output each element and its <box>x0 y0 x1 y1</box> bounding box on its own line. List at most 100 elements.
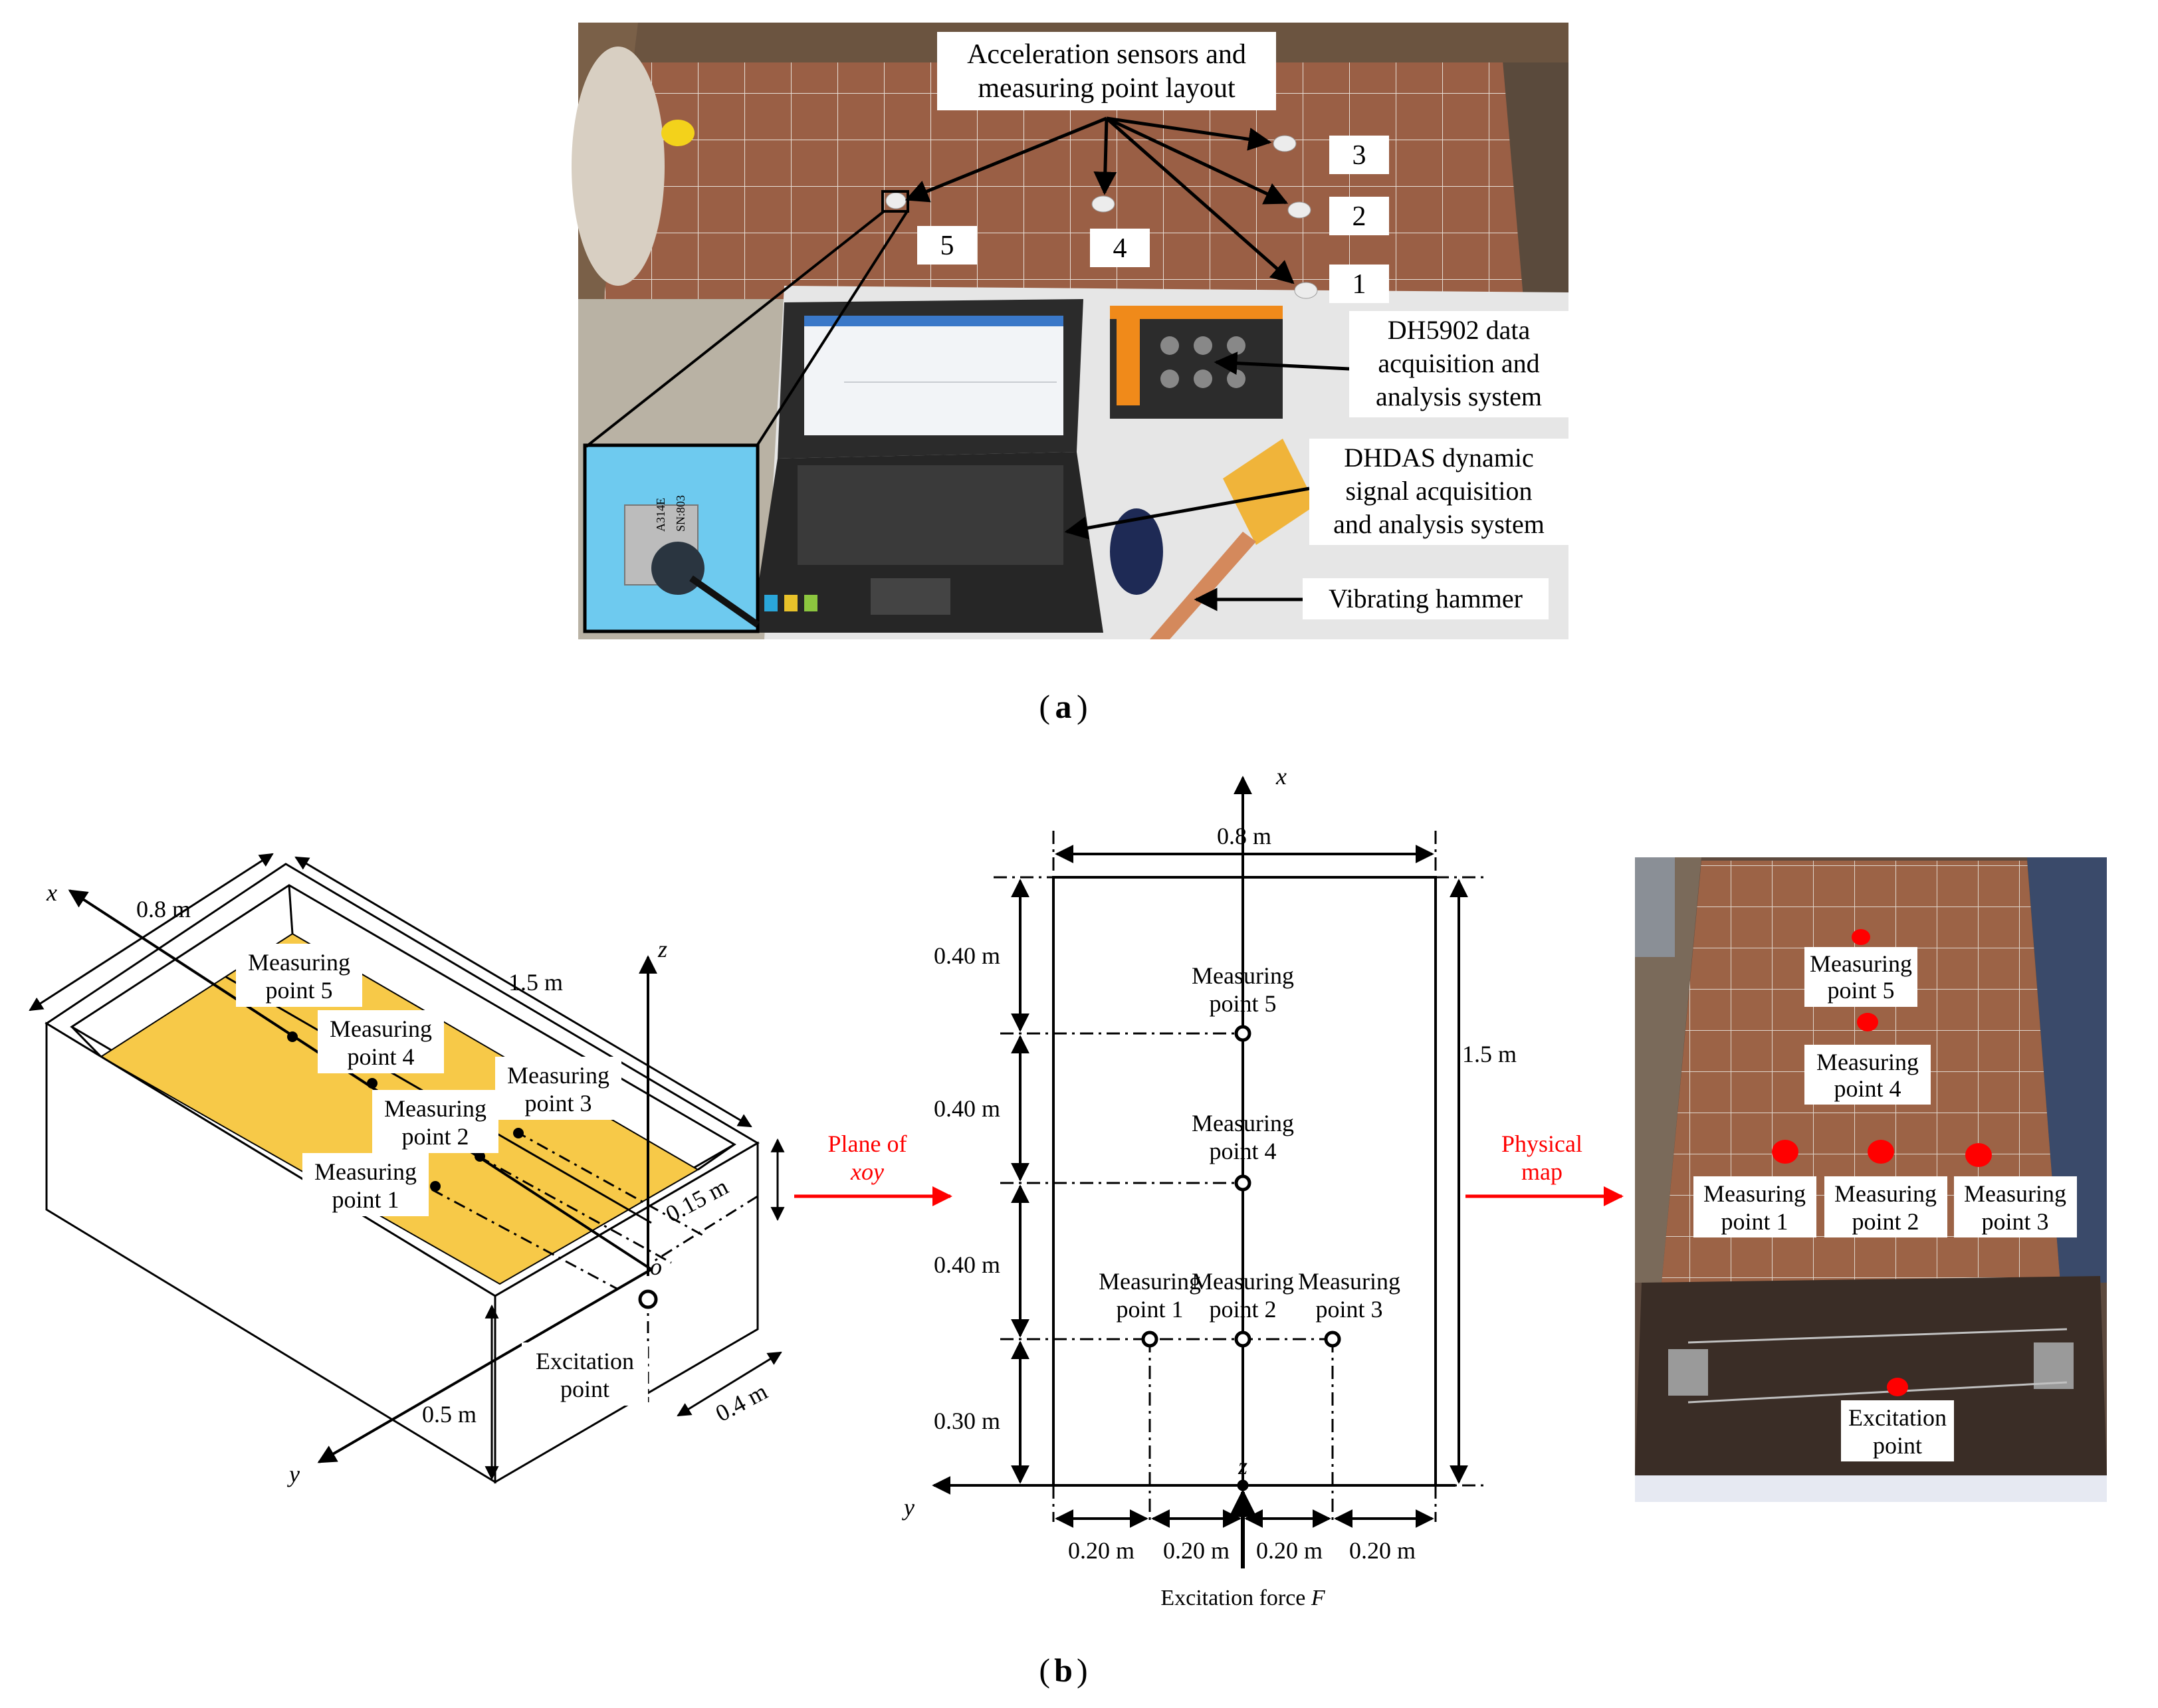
plane-width: 0.8 m <box>1217 823 1271 849</box>
dhdas-line-2: signal acquisition <box>1345 476 1532 506</box>
sensor-inset: A314E SN:803 <box>583 190 909 633</box>
sensor-model-text: A314E <box>654 498 667 532</box>
point-number-3: 3 <box>1352 140 1366 171</box>
title-box <box>937 32 1276 110</box>
svg-text:Measuring: Measuring <box>1964 1180 2066 1207</box>
iso-measuring-dots <box>287 1031 524 1192</box>
plane-seg-v-4: 0.30 m <box>934 1408 1000 1434</box>
point-number-4: 4 <box>1113 233 1127 264</box>
iso-mp3: point 3 <box>524 1090 592 1117</box>
plane-axis-y: y <box>902 1494 915 1521</box>
cloth-bag <box>572 47 665 286</box>
svg-text:Measuring: Measuring <box>314 1158 417 1185</box>
plane-seg-h-2: 0.20 m <box>1163 1537 1230 1564</box>
photo-red-markers <box>1772 929 1992 1396</box>
svg-text:b: b <box>1054 1652 1073 1689</box>
panel-b-caption: ( b ) <box>1039 1652 1087 1689</box>
photo-mp2: point 2 <box>1852 1208 1919 1235</box>
photo-excitation-line-1: Excitation <box>1848 1404 1947 1431</box>
plane-seg-v-2: 0.40 m <box>934 1095 1000 1122</box>
plane-seg-v-3: 0.40 m <box>934 1251 1000 1278</box>
iso-axis-y: y <box>287 1461 300 1487</box>
iso-offset-label: 0.4 m <box>711 1378 772 1427</box>
svg-text:Measuring: Measuring <box>1810 950 1912 977</box>
physical-map-photo: Measuring point 5 Measuring point 4 Meas… <box>1635 857 2107 1502</box>
svg-text:Physical: Physical <box>1501 1130 1582 1157</box>
svg-text:Measuring: Measuring <box>1192 962 1294 989</box>
svg-text:Plane of: Plane of <box>828 1130 907 1157</box>
sensors <box>885 135 1318 299</box>
plane-seg-h-4: 0.20 m <box>1349 1537 1416 1564</box>
point-number-1: 1 <box>1352 269 1366 300</box>
panel-a-photo: A314E SN:803 Acceleration sensors and me… <box>572 23 1568 639</box>
iso-mp2: point 2 <box>401 1123 469 1150</box>
dh5902-line-2: acquisition and <box>1378 348 1539 378</box>
plane-seg-v-1: 0.40 m <box>934 942 1000 969</box>
iso-dimension-lines <box>29 853 785 1481</box>
iso-mp4: point 4 <box>347 1043 414 1070</box>
iso-excitation-line-1: Excitation <box>536 1348 634 1374</box>
svg-text:Measuring: Measuring <box>384 1095 486 1122</box>
title-line-2: measuring point layout <box>978 73 1236 104</box>
svg-text:Measuring: Measuring <box>1099 1268 1201 1295</box>
sensor-serial-text: SN:803 <box>674 495 687 532</box>
iso-width-label: 0.8 m <box>136 896 191 922</box>
dhdas-line-3: and analysis system <box>1333 509 1545 539</box>
iso-mp1: point 1 <box>332 1186 399 1213</box>
photo-labels: Measuring point 5 Measuring point 4 Meas… <box>1693 947 2077 1461</box>
svg-text:a: a <box>1055 688 1072 725</box>
plane-mp5: point 5 <box>1209 990 1276 1017</box>
iso-height-label: 0.5 m <box>422 1401 477 1428</box>
plane-mp2: point 2 <box>1209 1296 1276 1323</box>
plane-mp3: point 3 <box>1315 1296 1382 1323</box>
laptop <box>751 299 1103 633</box>
photo-mp5: point 5 <box>1827 977 1894 1004</box>
photo-excitation-line-2: point <box>1873 1432 1922 1459</box>
svg-text:Measuring: Measuring <box>1703 1180 1806 1207</box>
plane-axis-x: x <box>1275 763 1287 790</box>
svg-text:Measuring: Measuring <box>1192 1110 1294 1136</box>
excitation-force-label: Excitation force F <box>1160 1586 1326 1610</box>
svg-text:(: ( <box>1039 1652 1050 1689</box>
svg-text:Measuring: Measuring <box>330 1015 432 1042</box>
plane-points <box>1141 1025 1341 1491</box>
svg-text:): ) <box>1077 1652 1088 1689</box>
iso-mp5: point 5 <box>265 977 332 1004</box>
svg-text:Measuring: Measuring <box>248 949 350 976</box>
photo-mp3: point 3 <box>1981 1208 2048 1235</box>
svg-text:Measuring: Measuring <box>1192 1268 1294 1295</box>
point-number-2: 2 <box>1352 201 1366 232</box>
excitation-point-marker <box>638 1289 658 1309</box>
svg-text:xoy: xoy <box>850 1158 884 1185</box>
mouse <box>1110 508 1163 595</box>
plane-mp1: point 1 <box>1116 1296 1183 1323</box>
sensor-pointer-arrows <box>905 116 1350 611</box>
red-arrow-right: Physical map <box>1465 1130 1624 1206</box>
svg-text:Measuring: Measuring <box>1834 1180 1937 1207</box>
plane-mp4: point 4 <box>1209 1138 1276 1164</box>
vibrating-hammer-object <box>1150 439 1316 639</box>
plane-labels: x y z 0.8 m 1.5 m 0.40 m 0.40 m 0.40 m 0… <box>902 763 1517 1610</box>
svg-text:map: map <box>1521 1158 1563 1185</box>
plane-seg-h-1: 0.20 m <box>1068 1537 1134 1564</box>
dh5902-line-1: DH5902 data <box>1388 315 1531 345</box>
dh5902-device <box>1110 306 1283 419</box>
point-number-5: 5 <box>940 231 954 261</box>
dh5902-line-3: analysis system <box>1376 381 1542 411</box>
plane-axis-z: z <box>1238 1453 1247 1479</box>
plane-seg-h-3: 0.20 m <box>1256 1537 1323 1564</box>
iso-origin: o <box>650 1253 662 1280</box>
plane-length: 1.5 m <box>1462 1041 1517 1067</box>
svg-text:): ) <box>1077 688 1088 725</box>
red-arrow-left: Plane of xoy <box>794 1130 952 1206</box>
dhdas-line-1: DHDAS dynamic <box>1344 443 1534 473</box>
svg-text:Measuring: Measuring <box>507 1062 609 1089</box>
iso-length-label: 1.5 m <box>508 969 563 996</box>
iso-axis-x: x <box>46 879 57 906</box>
photo-mp4: point 4 <box>1834 1075 1901 1102</box>
plane-drawing <box>932 776 1485 1568</box>
svg-text:(: ( <box>1039 688 1050 725</box>
iso-excitation-line-2: point <box>560 1376 609 1402</box>
photo-mp1: point 1 <box>1721 1208 1788 1235</box>
hammer-label: Vibrating hammer <box>1329 584 1523 613</box>
